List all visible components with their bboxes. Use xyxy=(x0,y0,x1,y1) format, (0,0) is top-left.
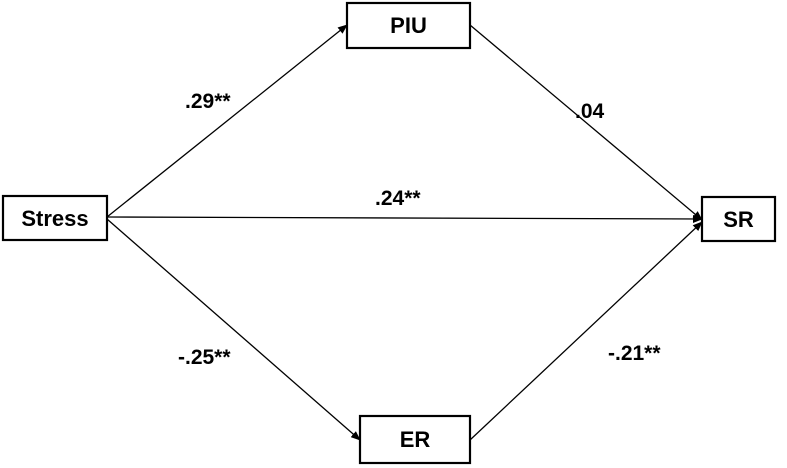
path-stress-to-sr xyxy=(106,214,703,223)
path-stress-to-er xyxy=(106,218,361,441)
coefficient-stress-to-er: -.25** xyxy=(178,346,231,369)
coefficient-piu-to-sr: .04 xyxy=(575,100,605,123)
coefficient-stress-to-piu: .29** xyxy=(185,90,231,113)
node-sr: SR xyxy=(700,195,777,243)
path-piu-to-sr xyxy=(469,24,703,221)
node-stress: Stress xyxy=(1,194,109,242)
node-piu-label: PIU xyxy=(390,13,427,38)
coefficient-stress-to-sr: .24** xyxy=(375,187,421,210)
path-er-to-sr xyxy=(469,221,703,441)
node-piu: PIU xyxy=(345,1,472,50)
coefficient-er-to-sr: -.21** xyxy=(608,342,661,365)
path-stress-to-piu xyxy=(106,24,348,218)
node-er-label: ER xyxy=(400,427,431,452)
node-sr-label: SR xyxy=(723,207,754,232)
node-er: ER xyxy=(358,414,472,465)
node-stress-label: Stress xyxy=(21,206,88,231)
